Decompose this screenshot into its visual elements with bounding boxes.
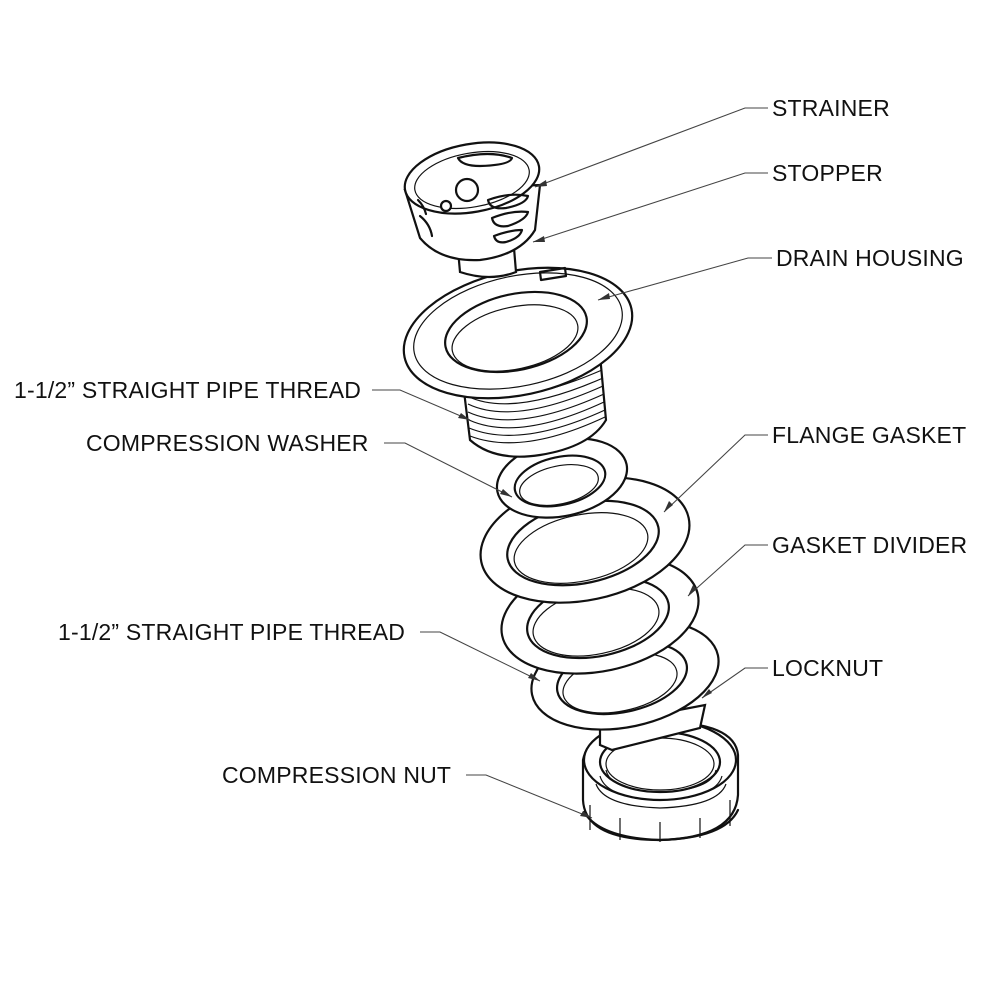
pipe-thread-upper-label: 1-1/2” STRAIGHT PIPE THREAD xyxy=(14,377,361,403)
compression-washer-part xyxy=(495,437,629,519)
drain-housing-part xyxy=(402,266,634,458)
strainer-part xyxy=(403,141,542,279)
locknut-label: LOCKNUT xyxy=(772,655,883,681)
stopper-label: STOPPER xyxy=(772,160,883,186)
gasket-divider-label: GASKET DIVIDER xyxy=(772,532,967,558)
drain-housing-label: DRAIN HOUSING xyxy=(776,245,964,271)
leader-lines xyxy=(372,107,772,819)
strainer-label: STRAINER xyxy=(772,95,890,121)
pipe-thread-lower-label: 1-1/2” STRAIGHT PIPE THREAD xyxy=(58,619,405,645)
labels: STRAINER STOPPER DRAIN HOUSING 1-1/2” ST… xyxy=(14,95,967,788)
compression-nut-label: COMPRESSION NUT xyxy=(222,762,451,788)
flange-gasket-label: FLANGE GASKET xyxy=(772,422,966,448)
compression-washer-label: COMPRESSION WASHER xyxy=(86,430,369,456)
